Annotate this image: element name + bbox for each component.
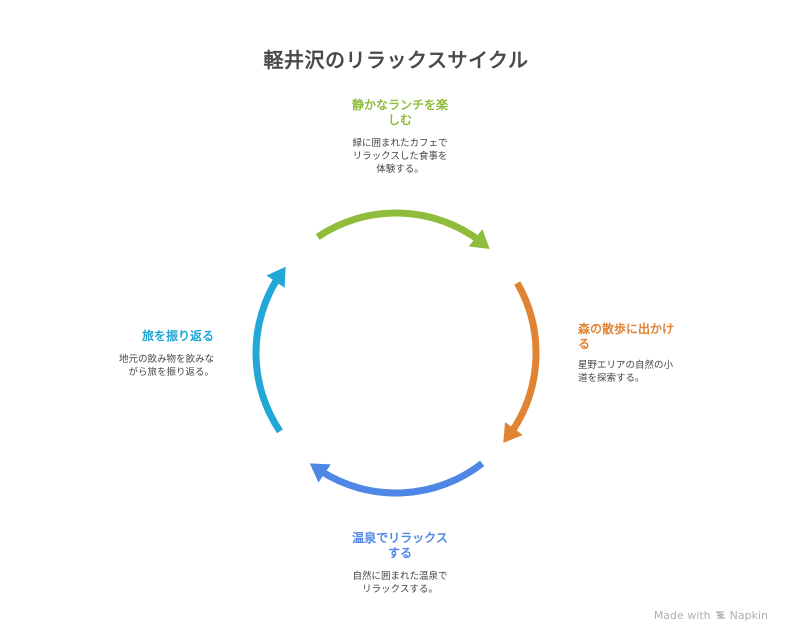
step-onsen-desc: 自然に囲まれた温泉で リラックスする。 <box>320 570 480 596</box>
step-forest-desc-line: 星野エリアの自然の小 <box>578 360 674 371</box>
cycle-arc-forest <box>508 281 540 435</box>
cycle-arc-lunch <box>315 209 483 244</box>
step-lunch-desc-line: リラックスした食事を <box>352 151 448 162</box>
step-forest-desc-line: 道を探索する。 <box>578 373 645 384</box>
step-lunch-title-line: しむ <box>387 113 412 127</box>
step-onsen-title: 温泉でリラックス する <box>320 531 480 561</box>
napkin-attribution[interactable]: Made with Napkin <box>654 609 768 622</box>
diagram-title: 軽井沢のリラックスサイクル <box>263 48 529 72</box>
step-forest-desc: 星野エリアの自然の小 道を探索する。 <box>578 359 698 385</box>
step-onsen-desc-line: リラックスする。 <box>362 584 438 595</box>
napkin-brand-label: Napkin <box>729 609 768 622</box>
step-forest-title-line: る <box>578 337 591 351</box>
cycle-arc-reflect <box>252 275 283 434</box>
step-lunch-title-line: 静かなランチを楽 <box>351 98 448 112</box>
arrowhead-forest-icon <box>503 421 523 443</box>
step-onsen-title-line: 温泉でリラックス <box>352 531 448 545</box>
step-lunch-desc: 緑に囲まれたカフェで リラックスした食事を 体験する。 <box>320 137 480 176</box>
step-lunch-desc-line: 体験する。 <box>376 164 424 175</box>
step-onsen-title-line: する <box>387 546 412 560</box>
arrowhead-reflect-icon <box>266 266 286 288</box>
made-with-label: Made with <box>653 609 711 622</box>
step-reflect-title: 旅を振り返る <box>90 329 214 344</box>
step-forest-title: 森の散歩に出かけ る <box>578 322 698 352</box>
step-forest-title-line: 森の散歩に出かけ <box>578 322 675 336</box>
arrowhead-lunch-icon <box>468 229 490 249</box>
step-lunch-desc-line: 緑に囲まれたカフェで <box>352 138 448 149</box>
step-reflect-desc-line: がら旅を振り返る。 <box>128 367 214 378</box>
napkin-logo-icon <box>715 611 725 619</box>
cycle-arc-onsen <box>318 460 485 497</box>
step-reflect-desc-line: 地元の飲み物を飲みな <box>118 354 214 365</box>
arrowhead-onsen-icon <box>309 463 331 483</box>
step-reflect-title-line: 旅を振り返る <box>141 329 214 343</box>
step-reflect-desc: 地元の飲み物を飲みな がら旅を振り返る。 <box>90 353 214 379</box>
step-lunch-title: 静かなランチを楽 しむ <box>320 98 480 128</box>
step-onsen-desc-line: 自然に囲まれた温泉で <box>352 571 448 582</box>
